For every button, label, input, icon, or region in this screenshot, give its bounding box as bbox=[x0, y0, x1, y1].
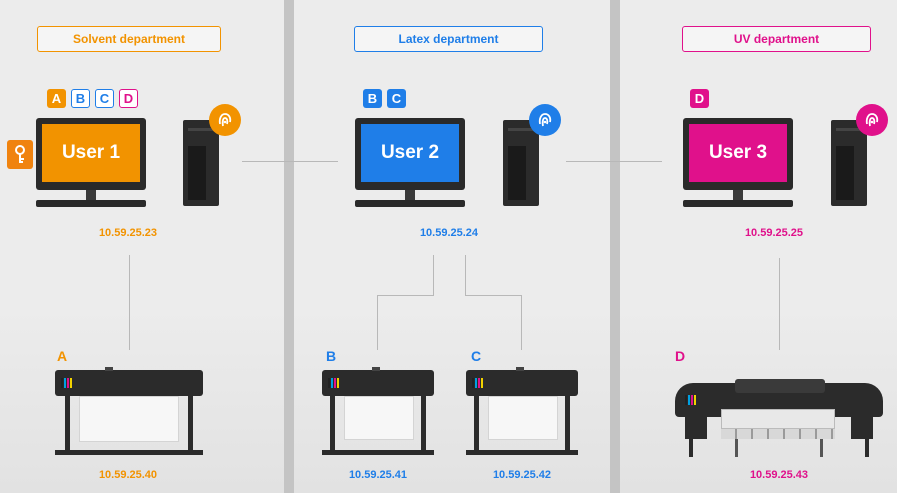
badge-b: B bbox=[71, 89, 90, 108]
user3-server-tower bbox=[831, 120, 867, 206]
printer-a bbox=[55, 367, 203, 456]
link-user2-printer-b-h bbox=[377, 295, 434, 296]
user1-workstation: User 1 bbox=[36, 118, 146, 208]
key-icon bbox=[7, 140, 33, 169]
printer-d-label: D bbox=[675, 348, 686, 364]
user1-screen-label: User 1 bbox=[42, 124, 140, 182]
link-user2-printer-c-v bbox=[521, 295, 522, 350]
user3-workstation: User 3 bbox=[683, 118, 793, 208]
user3-ip: 10.59.25.25 bbox=[744, 227, 804, 239]
user3-badges: D bbox=[690, 89, 709, 108]
user2-screen-label: User 2 bbox=[361, 124, 459, 182]
printer-b-label: B bbox=[326, 348, 337, 364]
user1-ip: 10.59.25.23 bbox=[98, 227, 158, 239]
fingerprint-icon bbox=[209, 104, 241, 136]
printer-a-label: A bbox=[57, 348, 68, 364]
link-user2-printer-b-v bbox=[377, 295, 378, 350]
user1-badges: A B C D bbox=[47, 89, 138, 108]
fingerprint-icon bbox=[529, 104, 561, 136]
solvent-department-label: Solvent department bbox=[37, 26, 221, 52]
section-divider-2 bbox=[610, 0, 620, 493]
user2-workstation: User 2 bbox=[355, 118, 465, 208]
network-line-2-3 bbox=[566, 161, 662, 162]
link-user1-printer-a bbox=[129, 255, 130, 350]
user2-badges: B C bbox=[363, 89, 406, 108]
link-user2-printer-c-h bbox=[465, 295, 522, 296]
printer-b-ip: 10.59.25.41 bbox=[348, 469, 408, 481]
printer-c-label: C bbox=[471, 348, 482, 364]
user2-server-tower bbox=[503, 120, 539, 206]
fingerprint-icon bbox=[856, 104, 888, 136]
uv-department-label: UV department bbox=[682, 26, 871, 52]
printer-c bbox=[466, 367, 578, 456]
printer-b bbox=[322, 367, 434, 456]
badge-a: A bbox=[47, 89, 66, 108]
section-divider-1 bbox=[284, 0, 294, 493]
latex-department-label: Latex department bbox=[354, 26, 543, 52]
badge-c: C bbox=[387, 89, 406, 108]
user1-server-tower bbox=[183, 120, 219, 206]
badge-b: B bbox=[363, 89, 382, 108]
printer-d bbox=[675, 375, 883, 458]
badge-c: C bbox=[95, 89, 114, 108]
link-user2-printer-b bbox=[433, 255, 434, 295]
link-user3-printer-d bbox=[779, 258, 780, 350]
user2-ip: 10.59.25.24 bbox=[419, 227, 479, 239]
badge-d: D bbox=[690, 89, 709, 108]
printer-a-ip: 10.59.25.40 bbox=[98, 469, 158, 481]
printer-d-ip: 10.59.25.43 bbox=[749, 469, 809, 481]
printer-c-ip: 10.59.25.42 bbox=[492, 469, 552, 481]
network-line-1-2 bbox=[242, 161, 338, 162]
user3-screen-label: User 3 bbox=[689, 124, 787, 182]
link-user2-printer-c bbox=[465, 255, 466, 295]
badge-d: D bbox=[119, 89, 138, 108]
